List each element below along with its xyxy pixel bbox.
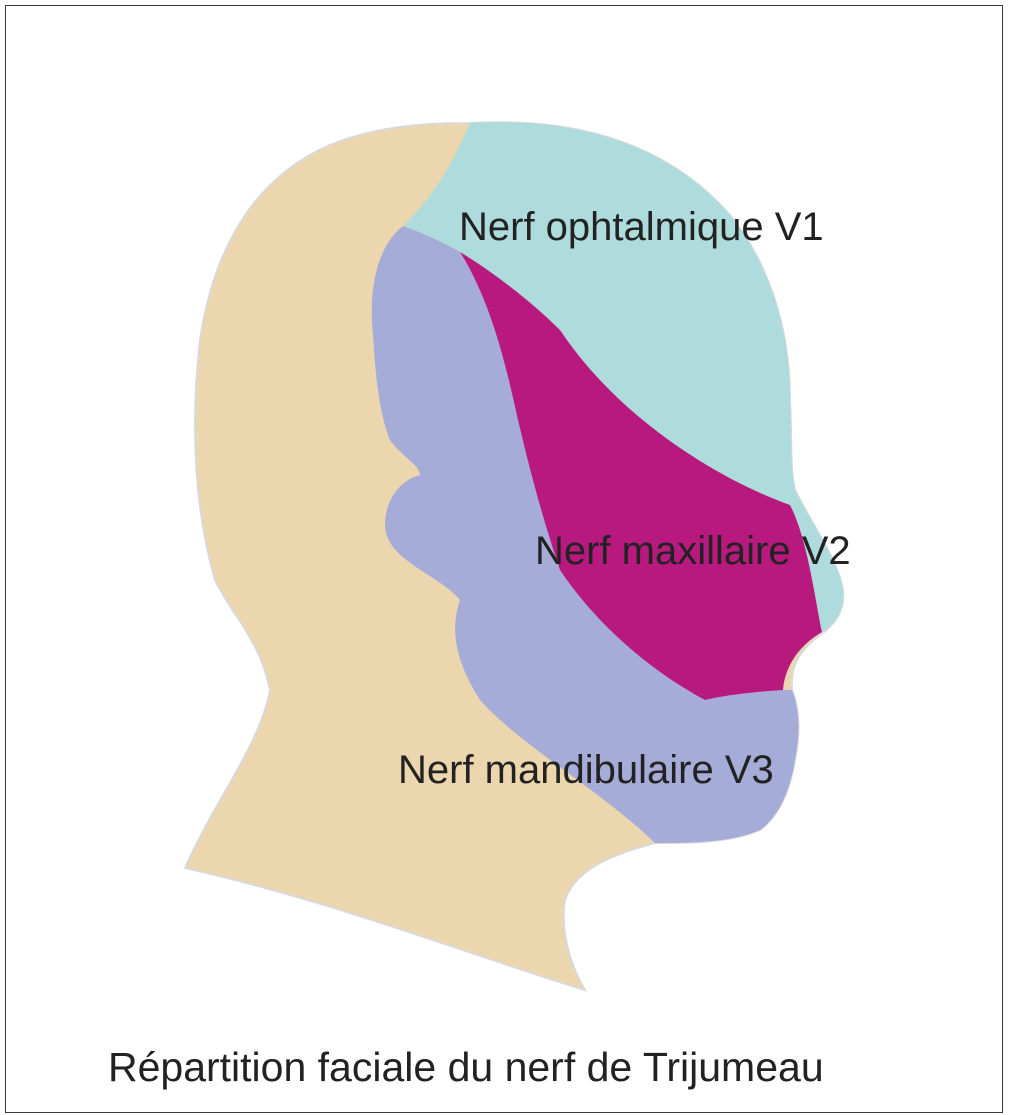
label-v2: Nerf maxillaire V2 bbox=[535, 529, 851, 573]
label-v3: Nerf mandibulaire V3 bbox=[398, 748, 774, 792]
figure-caption: Répartition faciale du nerf de Trijumeau bbox=[108, 1044, 824, 1090]
label-v1: Nerf ophtalmique V1 bbox=[459, 205, 824, 249]
